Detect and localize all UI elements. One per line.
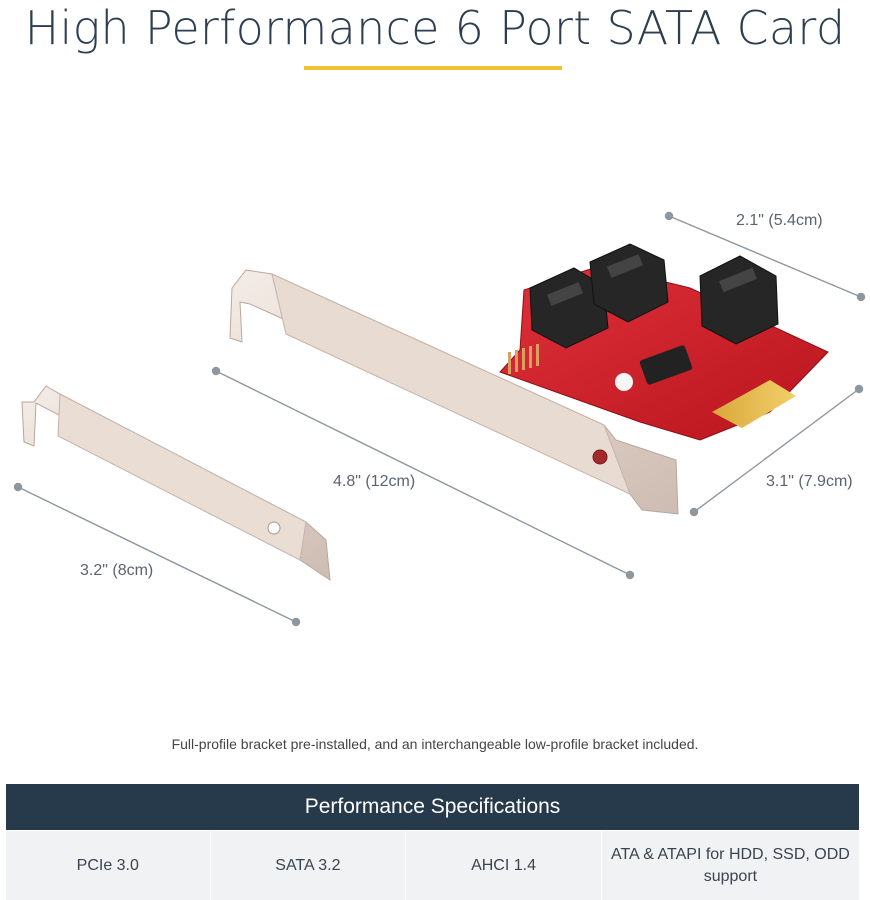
header-pins (508, 344, 539, 374)
sata-port (699, 255, 779, 345)
dimension-low-profile-label: 3.2" (8cm) (80, 562, 154, 579)
dimension-length-label: 4.8" (12cm) (333, 473, 416, 490)
page-title: High Performance 6 Port SATA Card (24, 1, 846, 55)
spec-cell: AHCI 1.4 (406, 831, 602, 900)
sata-port (529, 267, 609, 349)
sata-port (589, 243, 669, 323)
dimension-line-low-profile (13, 482, 301, 627)
low-profile-bracket (21, 385, 331, 582)
product-caption: Full-profile bracket pre-installed, and … (171, 736, 699, 752)
product-illustration (13, 211, 866, 627)
controller-chip (639, 345, 693, 385)
dimension-height-label: 3.1" (7.9cm) (766, 473, 853, 490)
dimension-line-length (211, 366, 635, 580)
spec-cell: SATA 3.2 (211, 831, 407, 900)
dimension-line-height (689, 384, 864, 517)
dimension-line-depth (664, 211, 866, 302)
full-profile-bracket (229, 269, 679, 515)
specs-row: PCIe 3.0 SATA 3.2 AHCI 1.4 ATA & ATAPI f… (6, 831, 859, 900)
title-underline (304, 66, 562, 70)
dimension-depth-label: 2.1" (5.4cm) (736, 212, 823, 229)
specs-header: Performance Specifications (6, 784, 859, 830)
pcie-gold-contacts (712, 380, 796, 428)
spec-cell: ATA & ATAPI for HDD, SSD, ODD support (610, 845, 850, 885)
fc-logo (615, 373, 633, 391)
spec-cell: PCIe 3.0 (6, 831, 211, 900)
product-figure: 2.1" (5.4cm) 3.1" (7.9cm) 4.8" (12cm) 3.… (0, 90, 870, 710)
